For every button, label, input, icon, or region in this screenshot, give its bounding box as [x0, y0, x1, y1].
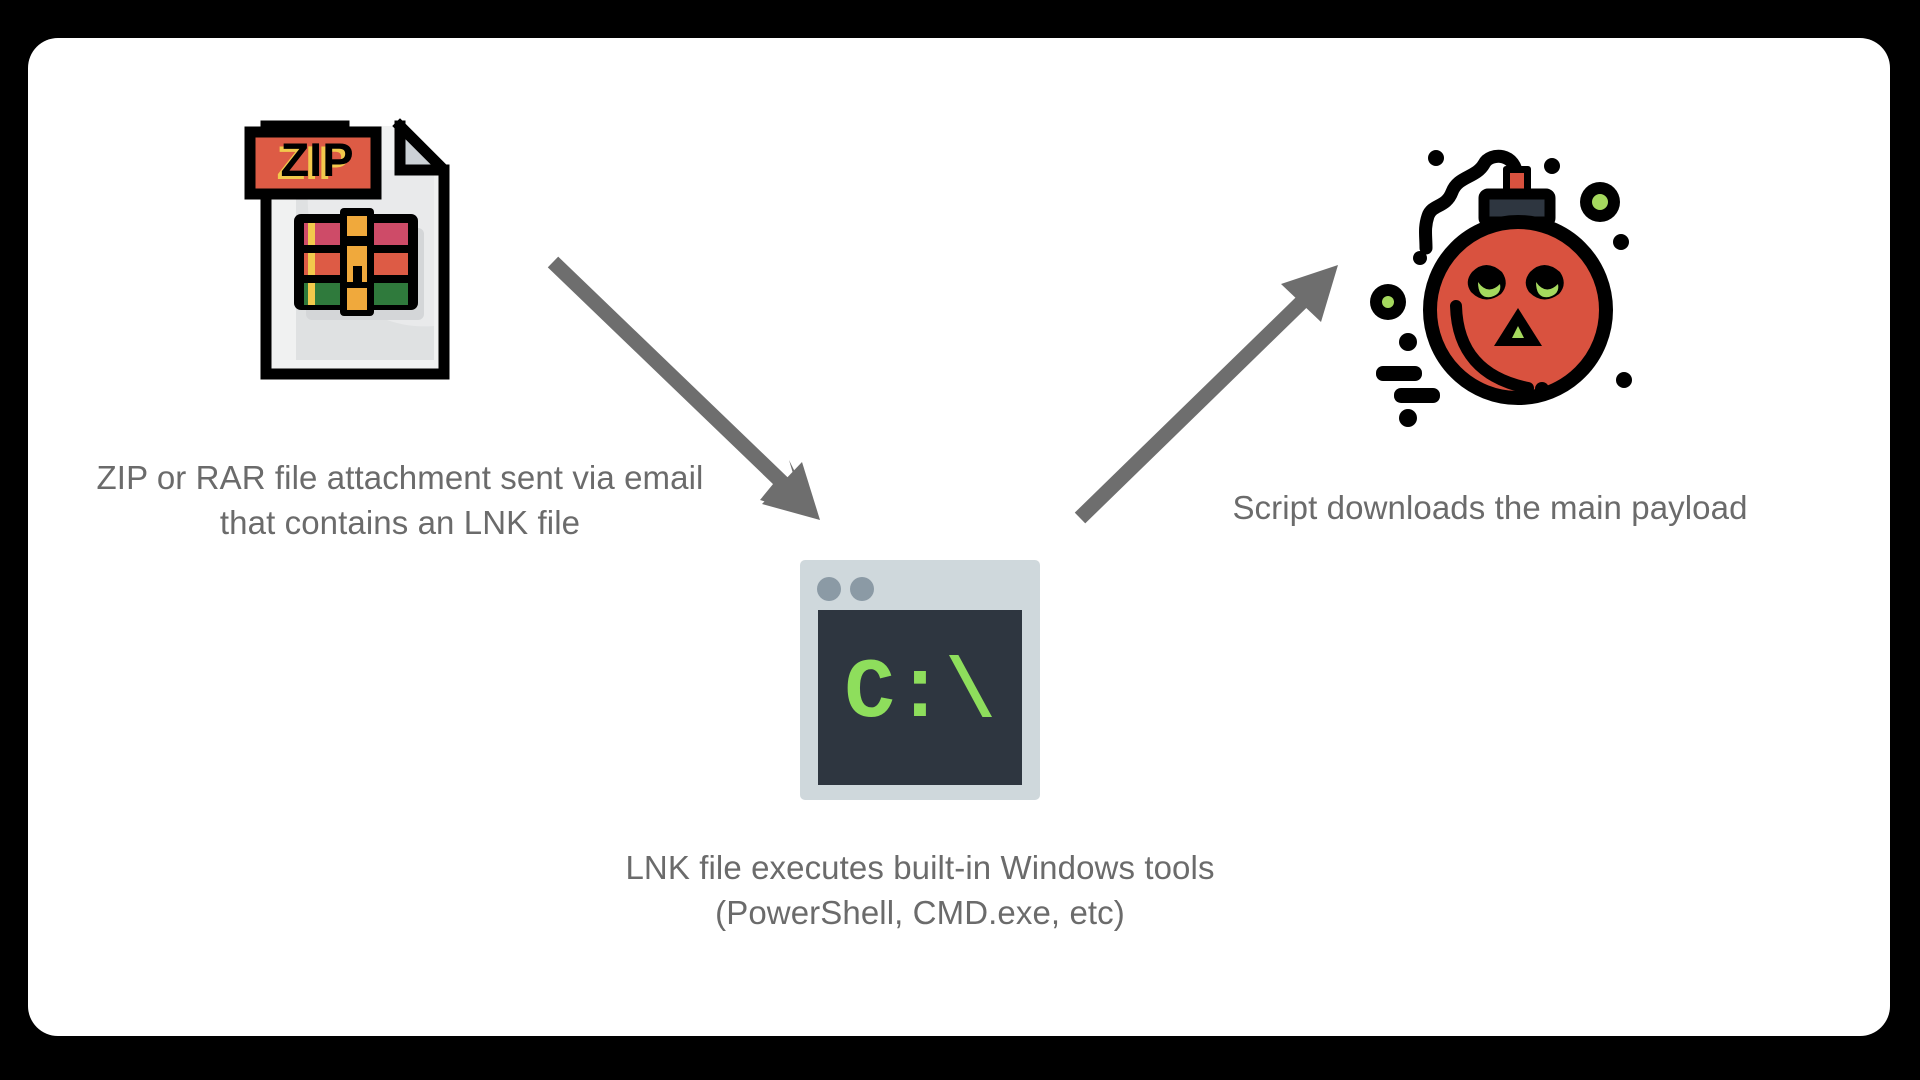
zip-archive-file-icon: ZIP ZIP: [244, 118, 450, 380]
bomb-eyes: [1467, 265, 1564, 300]
bomb-smile: [1450, 300, 1534, 394]
node-terminal[interactable]: C:\: [796, 556, 1044, 804]
terminal-screen: [818, 610, 1022, 785]
caption-bomb: Script downloads the main payload: [1232, 489, 1748, 526]
node-zip-archive[interactable]: ZIP ZIP: [244, 110, 508, 390]
terminal-prompt-text: C:\: [844, 647, 995, 742]
archive-books-glyph: [294, 208, 418, 316]
caption-zip-archive: ZIP or RAR file attachment sent via emai…: [96, 459, 704, 542]
bomb-malware-payload-icon: [1370, 149, 1632, 427]
zip-badge: ZIP ZIP: [244, 126, 382, 200]
window-dot-left: [817, 577, 841, 601]
bomb-fuse: [1419, 149, 1524, 255]
window-dot-right: [850, 577, 874, 601]
zip-badge-text: ZIP: [280, 133, 353, 186]
bomb-sparks: [1370, 150, 1632, 427]
zip-badge-shadow-text: ZIP: [276, 136, 349, 189]
command-prompt-terminal-icon: C:\: [800, 560, 1040, 800]
node-bomb[interactable]: [1370, 130, 1642, 427]
caption-terminal: LNK file executes built-in Windows tools…: [625, 849, 1215, 932]
